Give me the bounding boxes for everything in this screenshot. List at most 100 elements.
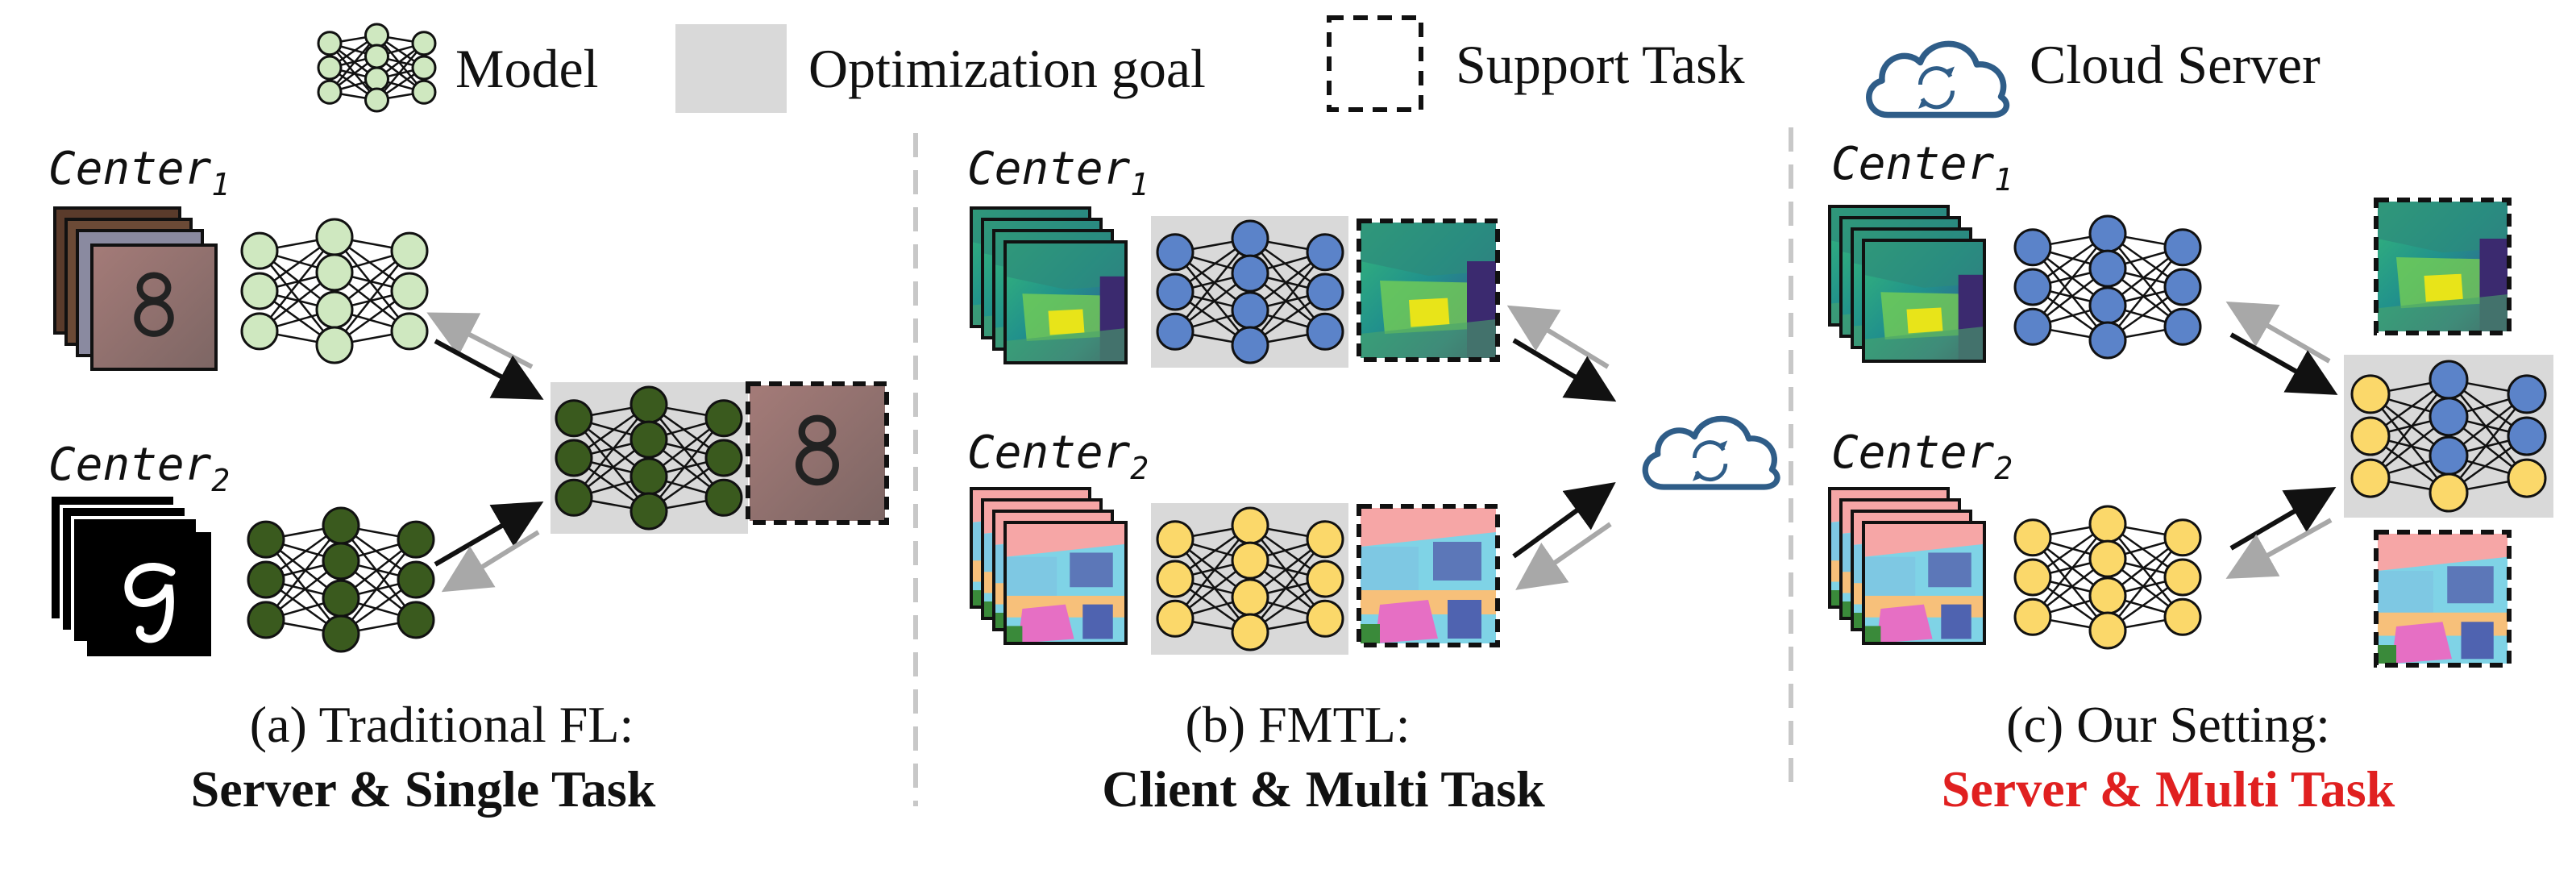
model-node: [411, 79, 437, 105]
model-node: [1156, 273, 1195, 311]
sync-arrowhead: [1944, 66, 1955, 77]
model-node: [317, 55, 343, 81]
model-node: [2088, 214, 2127, 253]
model-node: [704, 399, 743, 438]
model-edge: [1174, 525, 1251, 620]
panel-a-center2-model: [247, 506, 435, 653]
model-edge: [259, 236, 335, 332]
model-node: [247, 601, 285, 639]
model-node: [2013, 558, 2052, 597]
model-node: [240, 272, 279, 310]
model-edge: [2107, 246, 2183, 341]
model-edge: [2032, 536, 2109, 631]
model-node: [2088, 505, 2127, 543]
model-node: [629, 492, 668, 531]
panel-c-arrow-down-black: [2229, 332, 2338, 395]
model-node: [322, 542, 360, 581]
legend-support-swatch: [1327, 15, 1423, 112]
model-node: [1231, 506, 1269, 545]
model-node: [317, 31, 343, 56]
panel-b-center1-support-image: [1357, 218, 1500, 362]
model-node: [2013, 307, 2052, 346]
model-node: [2429, 397, 2469, 437]
model-node: [2013, 597, 2052, 636]
model-node: [411, 55, 437, 81]
model-node: [364, 87, 389, 113]
model-edge: [573, 404, 650, 499]
model-node: [2163, 597, 2202, 636]
model-node: [2163, 558, 2202, 597]
panel-a-support-image: [746, 381, 889, 525]
panel-a-caption-line1: (a) Traditional FL:: [250, 696, 634, 753]
panel-a-center2-image-stack: [48, 493, 211, 656]
panel-b-center1-model: [1156, 219, 1344, 364]
panel-b-center1-label: Center1: [967, 143, 1149, 202]
model-edge: [334, 250, 410, 346]
model-node: [2013, 268, 2052, 306]
model-edge: [265, 539, 342, 635]
panel-b: Center1 Center2: [967, 143, 1780, 818]
model-node: [315, 290, 354, 329]
model-node: [364, 66, 389, 92]
model-edge: [1249, 538, 1326, 633]
panel-a-arrow-down-gray: [441, 530, 540, 593]
model-node: [2507, 458, 2547, 498]
model-node: [2088, 611, 2127, 650]
model-node: [2088, 286, 2127, 325]
model-node: [322, 579, 360, 618]
legend-model-icon: [317, 23, 437, 113]
model-edge: [2032, 246, 2109, 341]
panel-a-arrow-up-gray: [426, 312, 534, 369]
model-edge: [2032, 233, 2109, 328]
panel-c-support-image-bottom: [2374, 530, 2512, 668]
model-edge: [334, 236, 410, 332]
legend-model-label: Model: [455, 38, 599, 99]
panel-b-arrow-up-gray: [1506, 305, 1610, 369]
panel-b-center2-support-image: [1357, 504, 1500, 647]
model-node: [2163, 307, 2202, 346]
model-edge: [1249, 238, 1326, 333]
panel-a-center1-label: Center1: [48, 143, 230, 202]
model-node: [1306, 560, 1344, 598]
model-node: [2088, 249, 2127, 288]
panel-b-cloud-server-icon: [1642, 415, 1780, 490]
model-node: [317, 79, 343, 105]
model-node: [390, 312, 429, 351]
panel-b-arrow-down-black: [1512, 338, 1617, 402]
legend-support-label: Support Task: [1456, 34, 1745, 95]
panel-b-caption-line2: Client & Multi Task: [1102, 760, 1545, 818]
panel-c-caption-line2: Server & Multi Task: [1942, 760, 2395, 818]
model-node: [1156, 599, 1195, 638]
model-node: [2350, 458, 2391, 498]
model-node: [1156, 312, 1195, 351]
model-node: [240, 312, 279, 351]
model-node: [704, 478, 743, 517]
panel-c-center1-image-stack: [1828, 205, 1986, 363]
model-edge: [1249, 251, 1326, 346]
model-node: [1306, 273, 1344, 311]
model-node: [2163, 268, 2202, 306]
panel-c-caption-line1: (c) Our Setting:: [2006, 696, 2330, 753]
panel-b-arrow-up-black: [1512, 481, 1616, 559]
model-node: [2088, 321, 2127, 360]
model-node: [1156, 233, 1195, 272]
model-node: [2088, 539, 2127, 578]
panel-c-arrow-down-gray: [2225, 518, 2333, 579]
model-node: [2013, 228, 2052, 267]
panel-a-caption-line2: Server & Single Task: [191, 760, 656, 818]
model-edge: [2448, 393, 2528, 493]
panel-c-arrow-up-black: [2229, 486, 2337, 551]
model-node: [397, 520, 435, 559]
panel-b-center2-model: [1156, 506, 1344, 651]
model-node: [2429, 472, 2469, 513]
panel-a-center2-label: Center2: [48, 439, 230, 498]
model-edge: [2370, 379, 2449, 479]
panel-c-center2-model: [2013, 505, 2202, 650]
model-edge: [2107, 233, 2183, 328]
model-node: [2507, 416, 2547, 456]
model-node: [390, 231, 429, 270]
model-edge: [573, 417, 650, 512]
model-node: [2088, 576, 2127, 615]
panel-b-center2-image-stack: [970, 487, 1128, 645]
model-node: [315, 218, 354, 256]
